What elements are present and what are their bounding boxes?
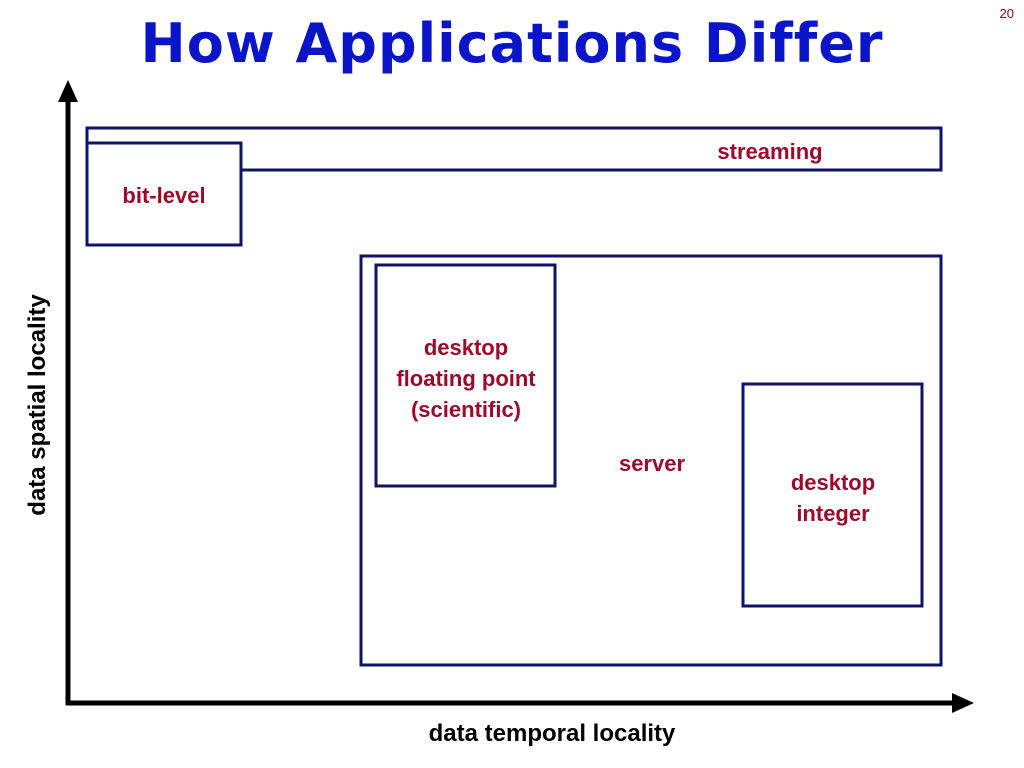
- desktop-fp-label-line3: (scientific): [411, 397, 521, 422]
- desktop-fp-label-line2: floating point: [396, 366, 536, 391]
- desktop-integer-region: [741, 382, 924, 608]
- desktop-fp-label-line1: desktop: [424, 335, 508, 360]
- bit-level-region: [85, 141, 243, 247]
- y-axis-label: data spatial locality: [24, 294, 51, 516]
- desktop-floating-point-region: [374, 263, 557, 488]
- server-label: server: [619, 451, 686, 476]
- desktop-int-label-line1: desktop: [791, 470, 875, 495]
- x-axis-label: data temporal locality: [429, 720, 676, 747]
- bit-level-label: bit-level: [122, 183, 205, 208]
- x-axis-arrowhead: [952, 693, 974, 713]
- slide-number: 20: [999, 6, 1014, 21]
- desktop-int-label-line2: integer: [796, 501, 870, 526]
- streaming-label: streaming: [717, 139, 822, 164]
- slide-title: How Applications Differ: [140, 12, 884, 75]
- server-region: [359, 254, 943, 667]
- y-axis-arrowhead: [58, 80, 78, 102]
